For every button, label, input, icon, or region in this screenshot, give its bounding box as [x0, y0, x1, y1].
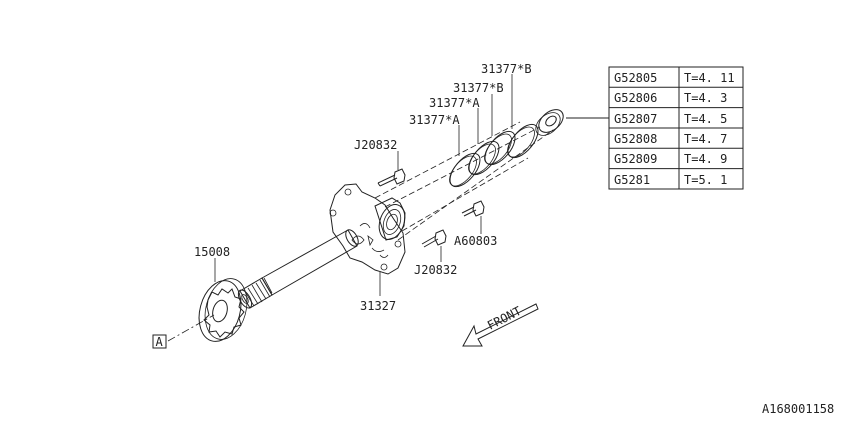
seal-ring-a: [468, 140, 500, 176]
table-part-6: G5281: [614, 173, 650, 187]
table-part-4: G52808: [614, 132, 657, 146]
pump-rotor: [198, 258, 248, 342]
seal-ring-b-top: [507, 123, 539, 159]
label-shaft-housing: 31327: [360, 299, 396, 313]
pump-housing: [329, 183, 406, 275]
seal-rings: [449, 123, 539, 188]
table-thickness-6: T=5. 1: [684, 173, 727, 187]
stator-shaft: [237, 229, 359, 309]
label-ring-a: 31377*A: [429, 96, 480, 110]
thrust-washer: [535, 109, 564, 136]
bolt-upper: [377, 151, 406, 187]
bolt-right: [461, 200, 485, 234]
diagram-id: A168001158: [762, 402, 834, 416]
label-ring-b-top: 31377*B: [481, 62, 532, 76]
bolt-lower: [421, 229, 447, 262]
table-part-2: G52806: [614, 91, 657, 105]
washer-table: G52805 T=4. 11 G52806 T=4. 3 G52807 T=4.…: [608, 66, 744, 190]
table-thickness-1: T=4. 11: [684, 71, 735, 85]
front-label: FRONT: [485, 304, 524, 333]
assembly-guides: [167, 121, 554, 342]
front-arrow: FRONT: [462, 303, 539, 347]
label-bolt-lower: J20832: [414, 263, 457, 277]
label-ring-b: 31377*B: [453, 81, 504, 95]
seal-ring-a-lower: [449, 152, 481, 188]
table-thickness-2: T=4. 3: [684, 91, 727, 105]
label-bolt-upper: J20832: [354, 138, 397, 152]
table-part-3: G52807: [614, 112, 657, 126]
table-part-1: G52805: [614, 71, 657, 85]
table-thickness-4: T=4. 7: [684, 132, 727, 146]
label-bolt-right: A60803: [454, 234, 497, 248]
ref-marker-a: A: [152, 334, 167, 349]
label-rotor: 15008: [194, 245, 230, 259]
label-ring-a-lower: 31377*A: [409, 113, 460, 127]
ref-marker-label: A: [156, 335, 164, 349]
table-part-5: G52809: [614, 152, 657, 166]
table-thickness-5: T=4. 9: [684, 152, 727, 166]
table-thickness-3: T=4. 5: [684, 112, 727, 126]
